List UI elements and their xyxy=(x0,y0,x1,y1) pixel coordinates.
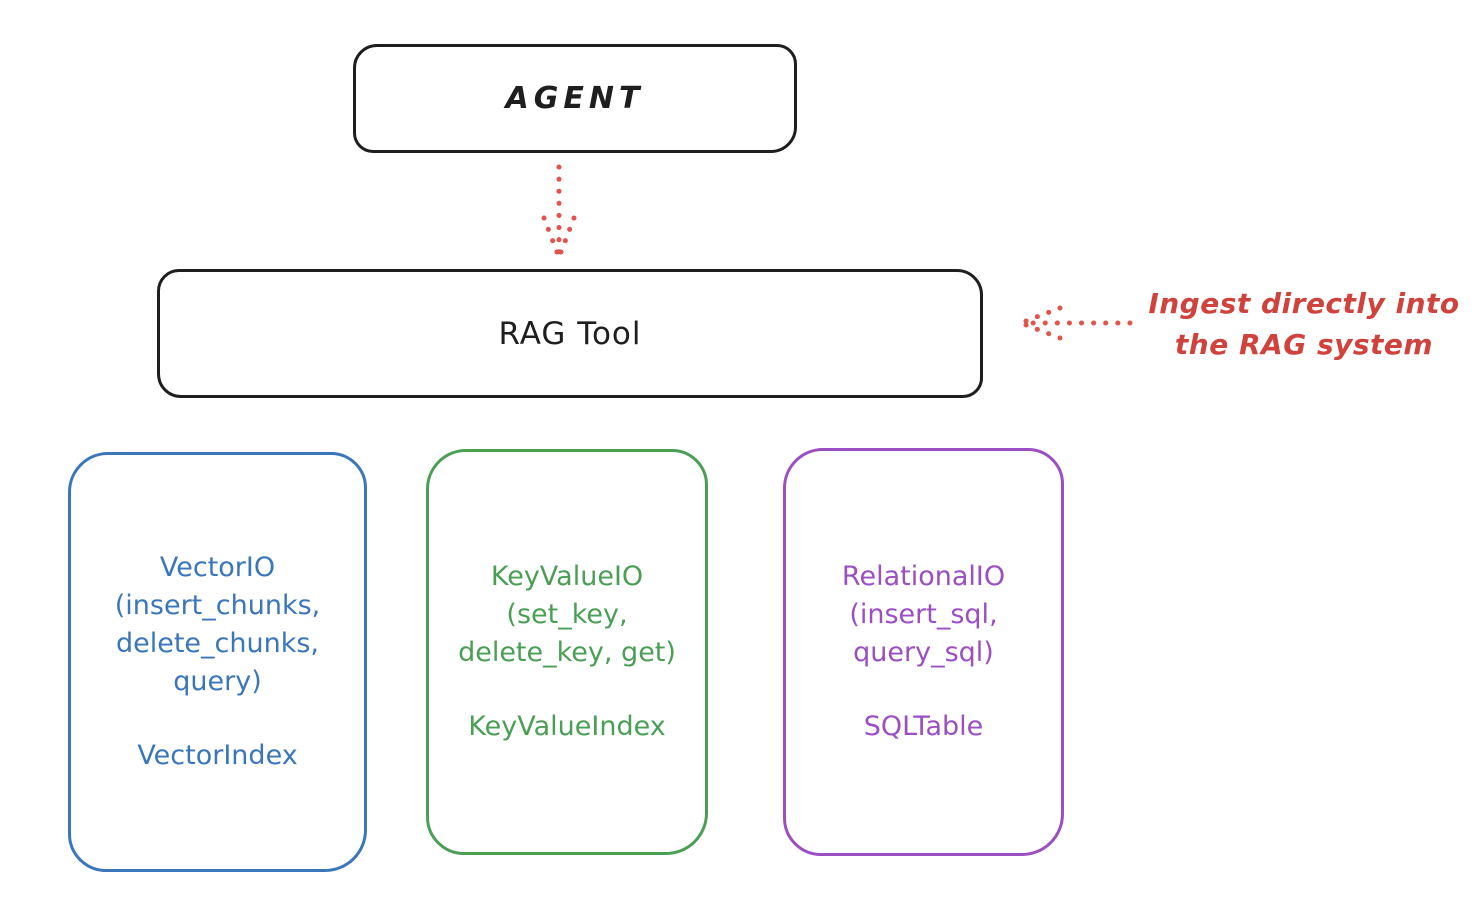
relational-io-card: RelationalIO (insert_sql, query_sql) SQL… xyxy=(783,448,1064,856)
agent-to-rag-arrow-icon xyxy=(528,162,590,262)
key-value-io-index-label: KeyValueIndex xyxy=(468,711,666,742)
ingest-annotation-line2: the RAG system xyxy=(1174,328,1434,361)
key-value-io-card: KeyValueIO (set_key, delete_key, get) Ke… xyxy=(426,449,708,855)
ingest-arrow-icon xyxy=(1016,300,1138,346)
agent-node: AGENT xyxy=(353,44,797,153)
vector-io-line: (insert_chunks, xyxy=(114,590,321,621)
key-value-io-line: KeyValueIO xyxy=(490,561,644,592)
key-value-io-line: (set_key, xyxy=(506,599,628,630)
agent-node-label: AGENT xyxy=(505,81,645,116)
ingest-annotation-line1: Ingest directly into xyxy=(1148,287,1460,320)
relational-io-line: (insert_sql, xyxy=(849,599,998,630)
relational-io-line: RelationalIO xyxy=(841,561,1006,592)
vector-io-index-label: VectorIndex xyxy=(137,740,298,771)
relational-io-line: query_sql) xyxy=(853,637,994,668)
vector-io-line: VectorIO xyxy=(159,552,276,583)
rag-tool-node-label: RAG Tool xyxy=(498,315,642,352)
vector-io-line: delete_chunks, xyxy=(115,628,320,659)
ingest-annotation: Ingest directly into the RAG system xyxy=(1132,283,1476,365)
rag-tool-node: RAG Tool xyxy=(157,269,983,398)
relational-io-table-label: SQLTable xyxy=(863,711,984,742)
key-value-io-line: delete_key, get) xyxy=(458,637,676,668)
vector-io-card: VectorIO (insert_chunks, delete_chunks, … xyxy=(68,452,367,872)
vector-io-line: query) xyxy=(173,666,262,697)
